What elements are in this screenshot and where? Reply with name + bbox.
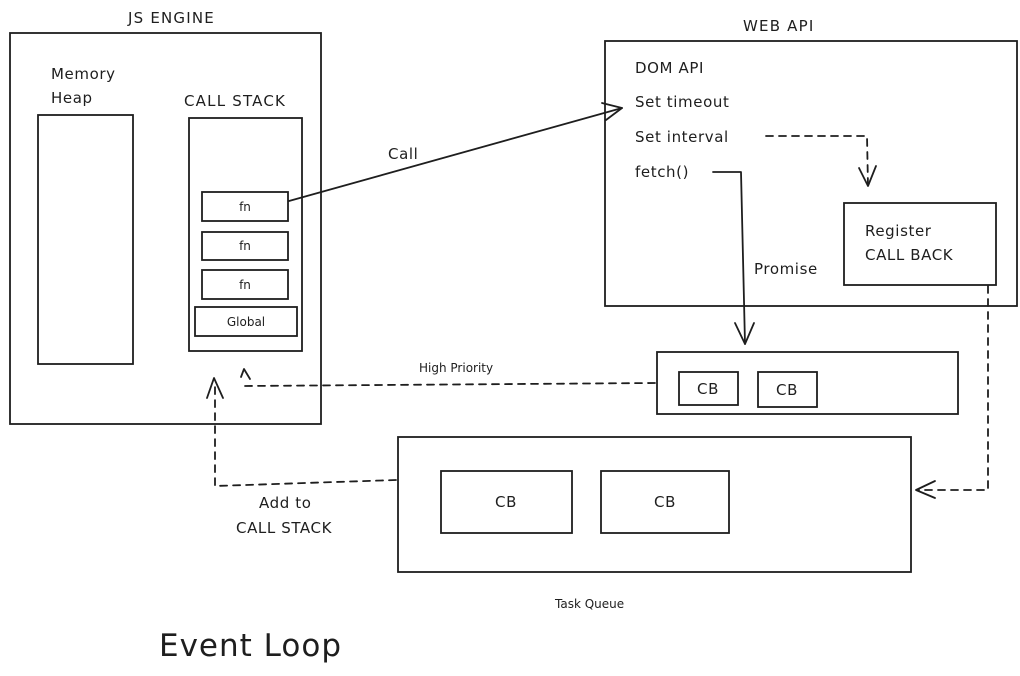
promise-arrowhead [734, 322, 755, 345]
call-stack-frame-3 [201, 269, 289, 300]
microtask-cb-1 [678, 371, 739, 406]
task-queue-label: Task Queue [554, 597, 624, 611]
web-api-item-dom-api: DOM API [635, 59, 704, 77]
memory-heap-label-line2: Heap [51, 89, 93, 107]
call-stack-box [188, 117, 303, 352]
task-cb-1-label: CB [495, 493, 517, 511]
add-to-stack-arrowhead [206, 377, 224, 399]
microtask-queue-box [656, 351, 959, 415]
add-to-stack-label-line2: CALL STACK [236, 519, 333, 537]
call-arrow [288, 107, 623, 202]
register-callback-line1: Register [865, 222, 932, 240]
web-api-section: WEB API DOM API Set timeout Set interval… [604, 17, 1018, 307]
arrows: Call Promise High Priority Add to CALL S… [206, 102, 989, 537]
web-api-item-set-timeout: Set timeout [635, 93, 729, 111]
js-engine-title: JS ENGINE [127, 9, 215, 27]
web-api-title: WEB API [743, 17, 815, 35]
web-api-item-set-interval: Set interval [635, 128, 729, 146]
call-stack-frame-1-label: fn [239, 200, 251, 214]
call-arrow-label: Call [388, 145, 418, 163]
register-callback-box [843, 202, 997, 286]
call-stack-frame-global-label: Global [227, 315, 265, 329]
interval-arrow [765, 135, 869, 187]
promise-arrow [712, 171, 746, 345]
call-stack-frame-2-label: fn [239, 239, 251, 253]
web-api-item-fetch: fetch() [635, 163, 689, 181]
call-arrowhead [601, 102, 623, 121]
diagram-caption: Event Loop [159, 628, 342, 664]
js-engine-box [9, 32, 322, 425]
promise-arrow-label: Promise [754, 260, 818, 278]
memory-heap-label-line1: Memory [51, 65, 116, 83]
microtask-cb-2-label: CB [776, 381, 798, 399]
task-cb-2 [600, 470, 730, 534]
add-to-stack-arrow [214, 381, 397, 487]
call-stack-title: CALL STACK [184, 92, 286, 110]
add-to-stack-label-line1: Add to [259, 494, 311, 512]
high-priority-arrow [244, 382, 656, 387]
register-to-task-arrowhead [915, 480, 936, 499]
task-queue-box [397, 436, 912, 573]
js-engine-section: JS ENGINE Memory Heap CALL STACK fn fn f… [9, 9, 322, 425]
call-stack-frame-1 [201, 191, 289, 222]
web-api-box [604, 40, 1018, 307]
microtask-queue-section: CB CB [656, 351, 959, 415]
task-cb-2-label: CB [654, 493, 676, 511]
task-cb-1 [440, 470, 573, 534]
register-to-task-arrow [917, 285, 989, 491]
microtask-cb-2 [757, 371, 818, 408]
task-queue-section: CB CB Task Queue [397, 436, 912, 611]
high-priority-label: High Priority [419, 361, 493, 375]
call-stack-frame-2 [201, 231, 289, 261]
high-priority-arrowhead [240, 368, 251, 380]
microtask-cb-1-label: CB [697, 380, 719, 398]
call-stack-frame-3-label: fn [239, 278, 251, 292]
call-stack-frame-global [194, 306, 298, 337]
memory-heap-box [37, 114, 134, 365]
register-callback-line2: CALL BACK [865, 246, 954, 264]
interval-arrowhead [858, 165, 877, 187]
